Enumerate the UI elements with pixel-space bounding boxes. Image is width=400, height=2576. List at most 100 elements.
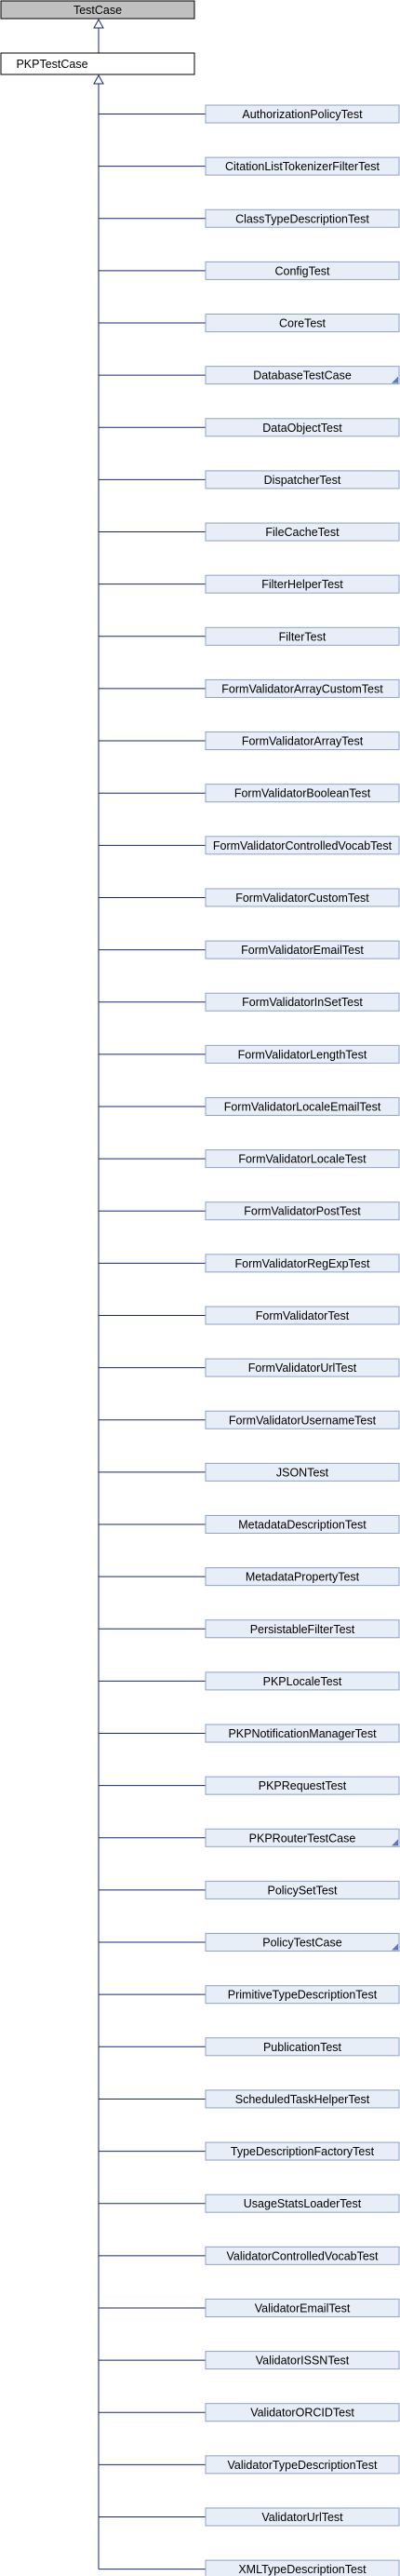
class-node-filter-helper-test[interactable]: FilterHelperTest: [205, 574, 400, 594]
class-node-label: PublicationTest: [263, 2041, 342, 2054]
class-node-form-validator-test[interactable]: FormValidatorTest: [205, 1306, 400, 1325]
class-node-label: FormValidatorUsernameTest: [229, 1414, 377, 1427]
class-node-form-validator-in-set-test[interactable]: FormValidatorInSetTest: [205, 992, 400, 1012]
class-node-class-type-description-test[interactable]: ClassTypeDescriptionTest: [205, 208, 400, 228]
class-node-form-validator-locale-test[interactable]: FormValidatorLocaleTest: [205, 1149, 400, 1169]
class-node-label: FormValidatorCustomTest: [235, 892, 369, 905]
class-node-label: FormValidatorBooleanTest: [234, 787, 371, 800]
class-node-config-test[interactable]: ConfigTest: [205, 261, 400, 280]
base-node-pkptestcase[interactable]: PKPTestCase: [0, 52, 195, 75]
class-node-validator-controlled-vocab-test[interactable]: ValidatorControlledVocabTest: [205, 2246, 400, 2265]
expand-corner-icon[interactable]: [392, 1839, 398, 1846]
class-node-policy-test-case[interactable]: PolicyTestCase: [205, 1933, 400, 1952]
expand-corner-icon[interactable]: [392, 1943, 398, 1951]
class-node-form-validator-controlled-vocab-test[interactable]: FormValidatorControlledVocabTest: [205, 836, 400, 855]
class-node-jsontest[interactable]: JSONTest: [205, 1462, 400, 1482]
class-node-box: [205, 1880, 400, 1899]
class-node-form-validator-username-test[interactable]: FormValidatorUsernameTest: [205, 1410, 400, 1429]
class-node-box: [205, 1201, 400, 1221]
class-node-data-object-test[interactable]: DataObjectTest: [205, 418, 400, 437]
class-node-label: FilterHelperTest: [261, 578, 343, 591]
class-node-label: DataObjectTest: [262, 422, 342, 435]
class-node-label: MetadataDescriptionTest: [238, 1519, 367, 1532]
class-node-form-validator-array-custom-test[interactable]: FormValidatorArrayCustomTest: [205, 678, 400, 698]
class-node-box: [205, 2403, 400, 2422]
class-node-label: ValidatorEmailTest: [255, 2301, 351, 2314]
class-node-validator-orcidtest[interactable]: ValidatorORCIDTest: [205, 2403, 400, 2422]
class-node-box: [205, 836, 400, 855]
class-node-form-validator-array-test[interactable]: FormValidatorArrayTest: [205, 731, 400, 751]
class-node-label: CitationListTokenizerFilterTest: [225, 160, 380, 173]
class-node-box: [205, 1044, 400, 1064]
class-node-usage-stats-loader-test[interactable]: UsageStatsLoaderTest: [205, 2194, 400, 2213]
class-node-box: [205, 2351, 400, 2370]
class-node-policy-set-test[interactable]: PolicySetTest: [205, 1880, 400, 1899]
class-node-box: [205, 1096, 400, 1116]
class-node-database-test-case[interactable]: DatabaseTestCase: [205, 366, 400, 385]
class-node-core-test[interactable]: CoreTest: [205, 314, 400, 333]
class-node-form-validator-email-test[interactable]: FormValidatorEmailTest: [205, 940, 400, 959]
class-node-box: [205, 2141, 400, 2161]
class-node-pkprequest-test[interactable]: PKPRequestTest: [205, 1776, 400, 1795]
class-node-label: XMLTypeDescriptionTest: [238, 2563, 367, 2576]
class-node-label: ValidatorISSNTest: [256, 2355, 350, 2368]
class-node-filter-test[interactable]: FilterTest: [205, 626, 400, 646]
class-node-file-cache-test[interactable]: FileCacheTest: [205, 522, 400, 542]
class-node-box: [205, 2298, 400, 2317]
class-node-validator-email-test[interactable]: ValidatorEmailTest: [205, 2298, 400, 2317]
class-node-form-validator-length-test[interactable]: FormValidatorLengthTest: [205, 1044, 400, 1064]
class-node-box: [205, 992, 400, 1012]
class-node-form-validator-post-test[interactable]: FormValidatorPostTest: [205, 1201, 400, 1221]
class-node-box: [205, 2559, 400, 2576]
class-node-box: [205, 1149, 400, 1169]
root-node-testcase[interactable]: TestCase: [0, 0, 195, 20]
class-node-box: [205, 1306, 400, 1325]
class-node-box: [205, 1410, 400, 1429]
class-node-label: FormValidatorPostTest: [244, 1205, 361, 1218]
class-node-metadata-description-test[interactable]: MetadataDescriptionTest: [205, 1515, 400, 1535]
class-node-label: FormValidatorArrayTest: [242, 735, 364, 748]
class-node-box: [205, 784, 400, 803]
class-node-authorization-policy-test[interactable]: AuthorizationPolicyTest: [205, 104, 400, 124]
class-node-label: PKPRequestTest: [259, 1779, 347, 1792]
class-node-box: [205, 2507, 400, 2527]
class-node-box: [205, 470, 400, 490]
class-node-validator-url-test[interactable]: ValidatorUrlTest: [205, 2507, 400, 2527]
expand-corner-icon[interactable]: [392, 376, 398, 383]
class-node-form-validator-boolean-test[interactable]: FormValidatorBooleanTest: [205, 784, 400, 803]
class-node-box: [205, 1358, 400, 1377]
class-node-citation-list-tokenizer-filter-test[interactable]: CitationListTokenizerFilterTest: [205, 156, 400, 176]
class-node-label: DispatcherTest: [264, 474, 341, 487]
root-node-box: [0, 0, 195, 20]
class-node-pkprouter-test-case[interactable]: PKPRouterTestCase: [205, 1828, 400, 1847]
class-node-box: [205, 1462, 400, 1482]
class-node-type-description-factory-test[interactable]: TypeDescriptionFactoryTest: [205, 2141, 400, 2161]
class-node-label: ClassTypeDescriptionTest: [235, 212, 369, 225]
class-node-publication-test[interactable]: PublicationTest: [205, 2037, 400, 2057]
class-node-label: FormValidatorLocaleTest: [238, 1153, 367, 1166]
class-node-box: [205, 2455, 400, 2475]
base-node-label: PKPTestCase: [16, 58, 87, 71]
class-node-box: [205, 2246, 400, 2265]
class-node-xmltype-description-test[interactable]: XMLTypeDescriptionTest: [205, 2559, 400, 2576]
class-node-dispatcher-test[interactable]: DispatcherTest: [205, 470, 400, 490]
class-node-validator-issntest[interactable]: ValidatorISSNTest: [205, 2351, 400, 2370]
class-node-box: [205, 1567, 400, 1587]
class-node-form-validator-custom-test[interactable]: FormValidatorCustomTest: [205, 888, 400, 907]
class-node-pkplocale-test[interactable]: PKPLocaleTest: [205, 1671, 400, 1691]
class-node-box: [205, 1515, 400, 1535]
class-node-box: [205, 1985, 400, 2005]
class-node-persistable-filter-test[interactable]: PersistableFilterTest: [205, 1619, 400, 1639]
class-node-form-validator-url-test[interactable]: FormValidatorUrlTest: [205, 1358, 400, 1377]
class-node-form-validator-reg-exp-test[interactable]: FormValidatorRegExpTest: [205, 1254, 400, 1273]
class-node-metadata-property-test[interactable]: MetadataPropertyTest: [205, 1567, 400, 1587]
class-node-label: FilterTest: [279, 630, 327, 643]
class-node-box: [205, 156, 400, 176]
class-node-primitive-type-description-test[interactable]: PrimitiveTypeDescriptionTest: [205, 1985, 400, 2005]
class-node-form-validator-locale-email-test[interactable]: FormValidatorLocaleEmailTest: [205, 1096, 400, 1116]
class-node-pkpnotification-manager-test[interactable]: PKPNotificationManagerTest: [205, 1724, 400, 1743]
class-node-label: PolicySetTest: [267, 1884, 338, 1897]
derived-classes: AuthorizationPolicyTestCitationListToken…: [205, 104, 400, 2576]
class-node-validator-type-description-test[interactable]: ValidatorTypeDescriptionTest: [205, 2455, 400, 2475]
class-node-scheduled-task-helper-test[interactable]: ScheduledTaskHelperTest: [205, 2089, 400, 2109]
